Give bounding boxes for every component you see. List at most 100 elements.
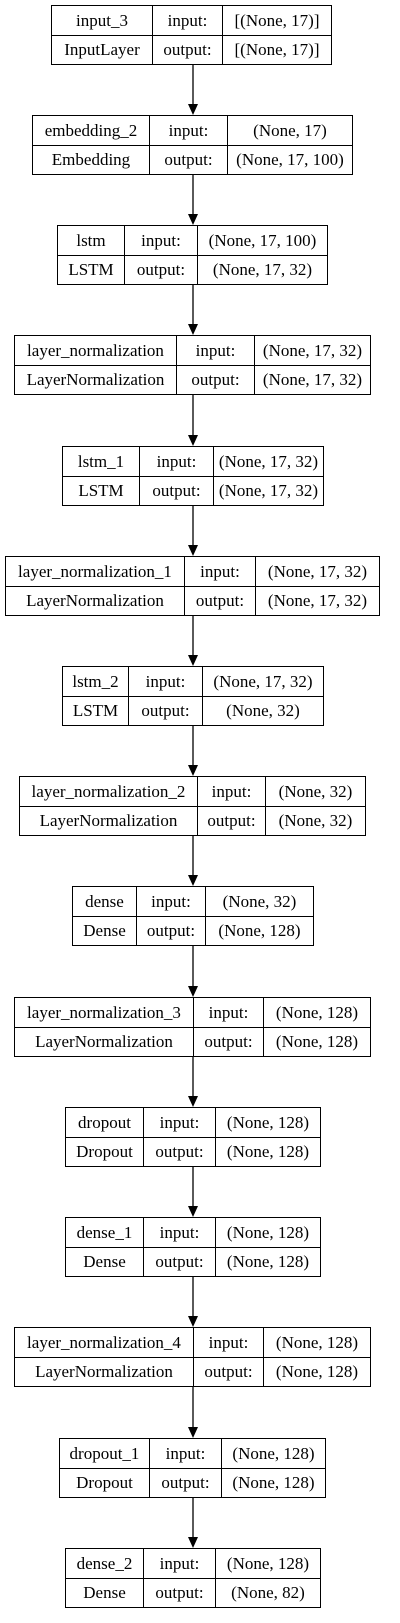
input-port-label: input:	[198, 777, 266, 806]
output-shape: (None, 128)	[275, 1031, 359, 1051]
layer-name: dense_2	[66, 1549, 144, 1578]
layer-name: lstm_2	[63, 667, 129, 696]
input-shape: [(None, 17)]	[234, 10, 320, 30]
input-port-label: input:	[194, 998, 264, 1027]
input-shape: (None, 128)	[226, 1553, 310, 1573]
output-port-label: output:	[144, 1578, 216, 1607]
input-shape: (None, 17, 32)	[267, 561, 368, 581]
input-shape: (None, 32)	[222, 891, 297, 911]
input-port-label: input:	[144, 1218, 216, 1247]
layer-type: LayerNormalization	[15, 1357, 194, 1386]
layer-type: LSTM	[63, 696, 129, 725]
output-shape: (None, 32)	[278, 810, 353, 830]
edge-arrow	[188, 175, 198, 225]
arrowhead-icon	[188, 324, 198, 335]
arrowhead-icon	[188, 765, 198, 776]
output-port-label: output:	[194, 1357, 264, 1386]
edge-arrow	[188, 65, 198, 115]
edge-arrow	[188, 1057, 198, 1107]
input-port-label: input:	[140, 447, 214, 476]
layer-name: dense_1	[66, 1218, 144, 1247]
input-shape: (None, 17, 32)	[218, 451, 319, 471]
edge-arrow	[188, 1387, 198, 1438]
layer-name: dense	[73, 887, 137, 916]
output-shape: [(None, 17)]	[234, 39, 320, 59]
input-shape: (None, 128)	[226, 1222, 310, 1242]
input-port-label: input:	[194, 1328, 264, 1357]
output-port-label: output:	[194, 1027, 264, 1056]
layer-name: layer_normalization_3	[15, 998, 194, 1027]
input-shape: (None, 128)	[275, 1002, 359, 1022]
input-port-label: input:	[150, 1439, 222, 1468]
arrowhead-icon	[188, 986, 198, 997]
output-port-label: output:	[150, 1468, 222, 1497]
arrowhead-icon	[188, 1206, 198, 1217]
arrowhead-icon	[188, 545, 198, 556]
edge-arrow	[188, 726, 198, 776]
arrowhead-icon	[188, 104, 198, 115]
input-shape: (None, 128)	[226, 1112, 310, 1132]
output-port-label: output:	[185, 586, 256, 615]
output-shape: (None, 32)	[226, 700, 300, 720]
output-shape: (None, 17, 32)	[262, 369, 363, 389]
input-shape: (None, 17, 32)	[262, 340, 363, 360]
output-shape: (None, 17, 32)	[218, 480, 319, 500]
output-shape: (None, 17, 32)	[267, 590, 368, 610]
output-port-label: output:	[144, 1247, 216, 1276]
edge-arrow	[188, 616, 198, 666]
edge-arrow	[188, 836, 198, 886]
arrowhead-icon	[188, 435, 198, 446]
layer-name: lstm_1	[63, 447, 140, 476]
input-shape: (None, 17, 100)	[208, 230, 317, 250]
arrowhead-icon	[188, 214, 198, 225]
input-port-label: input:	[150, 116, 228, 145]
layer-type: LayerNormalization	[20, 806, 198, 835]
output-shape: (None, 17, 32)	[212, 259, 313, 279]
layer-name: layer_normalization	[15, 336, 177, 365]
output-port-label: output:	[150, 145, 228, 174]
input-port-label: input:	[144, 1108, 216, 1137]
output-shape: (None, 128)	[226, 1141, 310, 1161]
input-port-label: input:	[137, 887, 206, 916]
input-port-label: input:	[129, 667, 203, 696]
edge-arrow	[188, 1167, 198, 1217]
layer-type: LayerNormalization	[15, 1027, 194, 1056]
output-shape: (None, 128)	[275, 1361, 359, 1381]
layer-type: Dropout	[66, 1137, 144, 1166]
layer-name: embedding_2	[33, 116, 150, 145]
input-shape: (None, 128)	[275, 1332, 359, 1352]
layer-name: input_3	[52, 6, 153, 35]
output-port-label: output:	[153, 35, 223, 64]
input-port-label: input:	[177, 336, 255, 365]
edge-arrow	[188, 946, 198, 997]
edge-arrow	[188, 1498, 198, 1548]
